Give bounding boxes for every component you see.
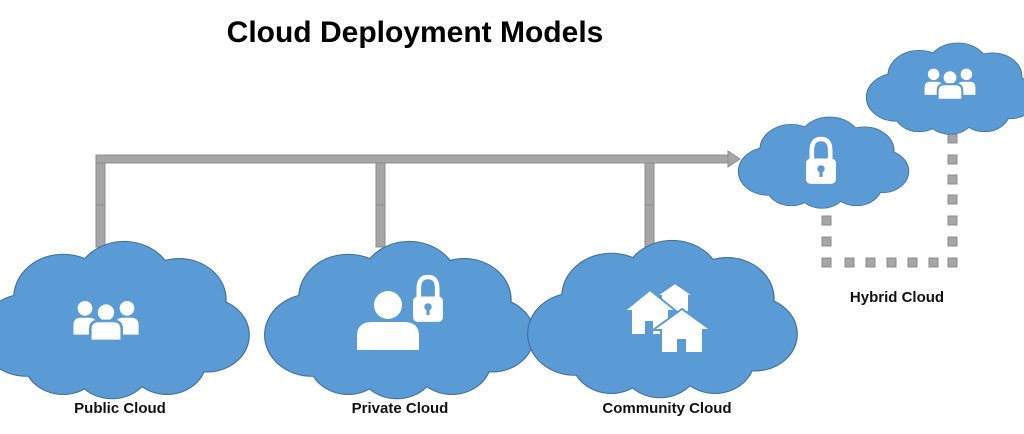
connector-drops (95, 162, 655, 248)
private-cloud-label: Private Cloud (351, 400, 449, 417)
hybrid-cloud-label: Hybrid Cloud (849, 289, 945, 306)
community-cloud-label: Community Cloud (602, 400, 732, 417)
hybrid-lock-cloud (737, 116, 910, 209)
connector-line (95, 150, 741, 168)
public-cloud-label: Public Cloud (74, 400, 166, 417)
houses-icon (621, 281, 715, 354)
hybrid-dotted-connector (821, 133, 958, 268)
community-cloud (527, 239, 798, 399)
private-cloud (264, 240, 535, 400)
public-cloud (0, 240, 250, 400)
hybrid-users-cloud (865, 42, 1024, 135)
user-icon (357, 291, 419, 350)
page-title: Cloud Deployment Models (226, 16, 604, 49)
